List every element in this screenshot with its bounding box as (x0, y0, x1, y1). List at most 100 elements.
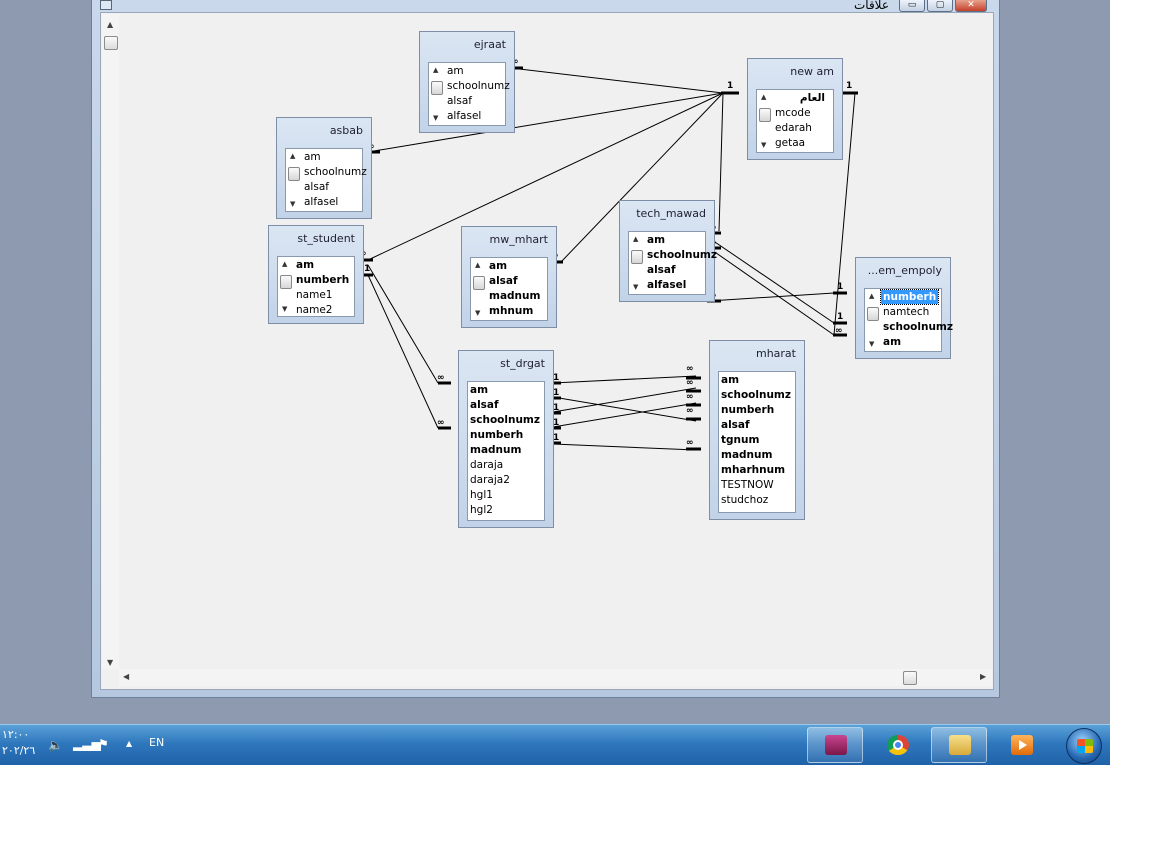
field-item[interactable]: mharhnum (721, 464, 786, 476)
field-item[interactable]: name2 (296, 304, 333, 316)
scroll-down-arrow-icon[interactable]: ▼ (433, 114, 439, 122)
field-list-scrollbar[interactable]: ▲▼ (758, 91, 772, 151)
media-player-app-button[interactable] (993, 727, 1049, 763)
table-title[interactable]: tech_mawad (636, 207, 706, 220)
field-list[interactable]: ▲▼am alsaf madnum mhnum (470, 257, 548, 321)
field-item[interactable]: schoolnumz (447, 80, 510, 92)
field-scroll-thumb[interactable] (288, 167, 300, 181)
field-scroll-thumb[interactable] (631, 250, 643, 264)
field-list-scrollbar[interactable]: ▲▼ (279, 258, 293, 315)
scroll-up-arrow-icon[interactable]: ▲ (107, 20, 114, 29)
field-item[interactable]: madnum (470, 444, 522, 456)
field-item[interactable]: alsaf (447, 95, 472, 107)
scroll-up-arrow-icon[interactable]: ▲ (633, 235, 639, 243)
field-item[interactable]: am (470, 384, 489, 396)
field-item[interactable]: hgl1 (470, 489, 493, 501)
field-list-scrollbar[interactable]: ▲▼ (472, 259, 486, 319)
field-list-scrollbar[interactable]: ▲▼ (430, 64, 444, 124)
scroll-up-arrow-icon[interactable]: ▲ (869, 292, 875, 300)
field-item[interactable]: name1 (296, 289, 333, 301)
scroll-up-arrow-icon[interactable]: ▲ (282, 260, 288, 268)
field-item[interactable]: am (447, 65, 464, 77)
action-center-flag-icon[interactable]: ⚑ (98, 737, 109, 751)
table-title[interactable]: st_student (297, 232, 355, 245)
table-title[interactable]: new am (790, 65, 834, 78)
field-item[interactable]: am (721, 374, 740, 386)
field-item[interactable]: daraja2 (470, 474, 510, 486)
window-titlebar[interactable]: علاقات ▭ ▢ ✕ (92, 0, 999, 14)
field-item[interactable]: am (489, 260, 508, 272)
relationships-canvas[interactable]: ▲ ▼ ◀ ▶ (100, 12, 994, 690)
scroll-down-arrow-icon[interactable]: ▼ (761, 141, 767, 149)
clock-date[interactable]: ٢٠٢/٢٦ (2, 744, 36, 757)
field-item[interactable]: mcode (775, 107, 811, 119)
field-list-scrollbar[interactable]: ▲▼ (630, 233, 644, 293)
scroll-down-arrow-icon[interactable]: ▼ (290, 200, 296, 208)
field-item[interactable]: madnum (721, 449, 773, 461)
field-item[interactable]: mhnum (489, 305, 534, 317)
window-app-icon[interactable] (100, 0, 112, 10)
field-list-scrollbar[interactable]: ▲▼ (287, 150, 301, 210)
field-item[interactable]: am (304, 151, 321, 163)
horizontal-scrollbar[interactable]: ◀ ▶ (119, 669, 992, 686)
field-item[interactable]: alsaf (721, 419, 750, 431)
explorer-app-button[interactable] (931, 727, 987, 763)
scroll-left-arrow-icon[interactable]: ◀ (123, 672, 130, 681)
table-title[interactable]: ejraat (473, 38, 506, 51)
field-item[interactable]: numberh (470, 429, 524, 441)
scroll-up-arrow-icon[interactable]: ▲ (761, 93, 767, 101)
table-title[interactable]: mharat (755, 347, 796, 360)
scroll-down-arrow-icon[interactable]: ▼ (107, 658, 114, 667)
field-item[interactable]: schoolnumz (304, 166, 367, 178)
field-item[interactable]: alsaf (489, 275, 518, 287)
start-button[interactable] (1066, 728, 1102, 764)
table-title[interactable]: asbab (329, 124, 363, 137)
field-item[interactable]: tgnum (721, 434, 760, 446)
field-item[interactable]: hgl2 (470, 504, 493, 516)
field-scroll-thumb[interactable] (280, 275, 292, 289)
field-item[interactable]: alfasel (647, 279, 687, 291)
field-item[interactable]: numberh (296, 274, 350, 286)
table-title[interactable]: mw_mhart (489, 233, 548, 246)
vertical-scroll-thumb[interactable] (104, 36, 118, 50)
field-item[interactable]: alsaf (470, 399, 499, 411)
field-item[interactable]: madnum (489, 290, 541, 302)
scroll-down-arrow-icon[interactable]: ▼ (633, 283, 639, 291)
scroll-down-arrow-icon[interactable]: ▼ (869, 340, 875, 348)
access-app-button[interactable] (807, 727, 863, 763)
field-item[interactable]: daraja (470, 459, 504, 471)
field-item[interactable]: TESTNOW (721, 479, 774, 491)
field-item[interactable]: am (883, 336, 902, 348)
close-button[interactable]: ✕ (955, 0, 987, 12)
minimize-button[interactable]: ▭ (899, 0, 925, 12)
field-item[interactable]: العام (799, 92, 825, 104)
scroll-right-arrow-icon[interactable]: ▶ (980, 672, 987, 681)
maximize-button[interactable]: ▢ (927, 0, 953, 12)
clock-time[interactable]: ١٢:٠٠ (2, 728, 30, 741)
field-item[interactable]: studchoz (721, 494, 769, 506)
chrome-app-button[interactable] (869, 727, 925, 763)
speaker-icon[interactable]: 🔈 (48, 738, 63, 752)
field-item[interactable]: numberh (879, 289, 940, 305)
scroll-down-arrow-icon[interactable]: ▼ (282, 305, 288, 313)
field-item[interactable]: schoolnumz (883, 321, 953, 333)
field-scroll-thumb[interactable] (431, 81, 443, 95)
field-scroll-thumb[interactable] (473, 276, 485, 290)
field-scroll-thumb[interactable] (867, 307, 879, 321)
field-list-scrollbar[interactable]: ▲▼ (866, 290, 880, 350)
field-item[interactable]: numberh (721, 404, 775, 416)
